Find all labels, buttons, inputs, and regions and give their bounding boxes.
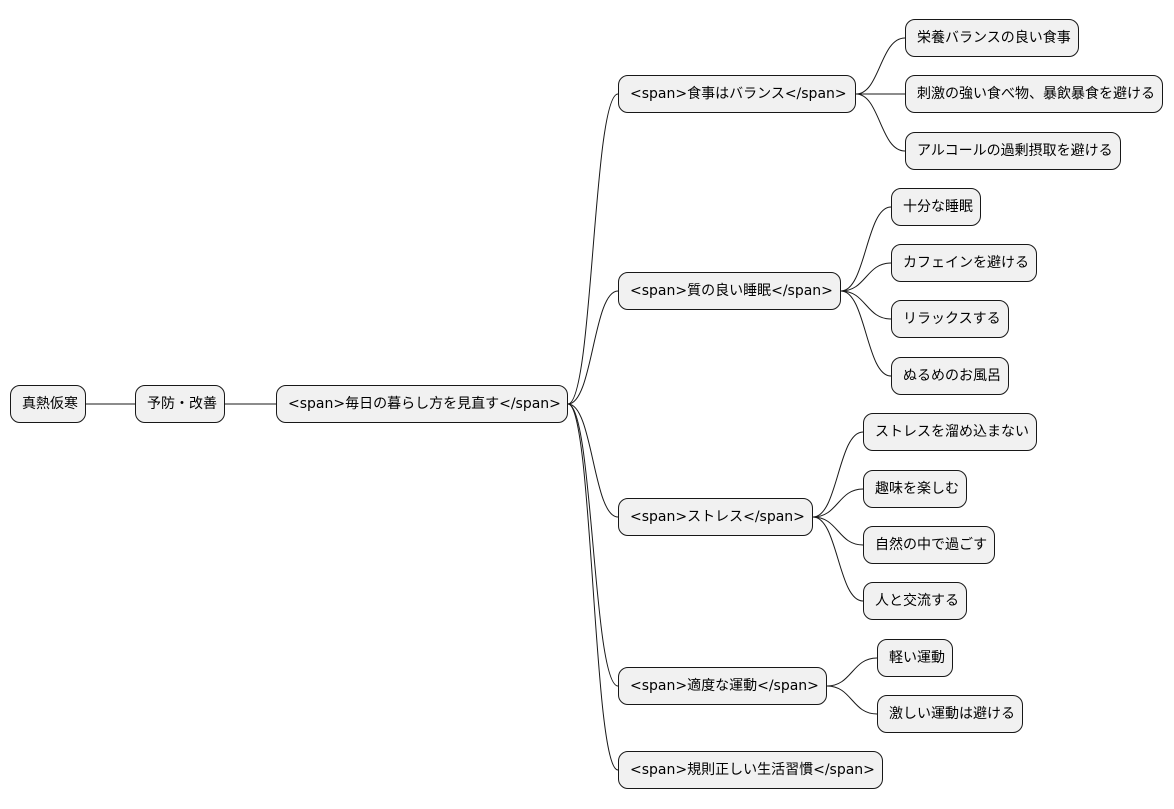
branch-node-diet[interactable]: <span>食事はバランス</span> [618,75,856,113]
leaf-node[interactable]: 激しい運動は避ける [877,695,1023,733]
connector-branch0-leaf2 [855,93,906,152]
connector-branch2-leaf3 [812,516,864,602]
leaf-node[interactable]: ぬるめのお風呂 [891,357,1009,395]
connector-level2-branch-2 [567,403,619,518]
branch-node-routine[interactable]: <span>規則正しい生活習慣</span> [618,751,883,789]
connector-branch1-leaf1 [840,262,892,292]
connector-level2-branch-0 [567,93,619,405]
connector-level2-branch-3 [567,403,619,687]
connector-branch0-leaf0 [855,37,906,95]
leaf-node[interactable]: 軽い運動 [877,639,953,677]
leaf-node[interactable]: 十分な睡眠 [891,188,981,226]
level2-node[interactable]: <span>毎日の暮らし方を見直す</span> [276,385,568,423]
branch-node-exercise[interactable]: <span>適度な運動</span> [618,667,827,705]
connector-branch2-leaf0 [812,431,864,518]
connector-branch3-leaf1 [826,685,878,715]
connector-branch1-leaf3 [840,290,892,377]
leaf-node[interactable]: 趣味を楽しむ [863,470,967,508]
leaf-node[interactable]: 栄養バランスの良い食事 [905,19,1079,57]
leaf-node[interactable]: カフェインを避ける [891,244,1037,282]
connector-branch2-leaf2 [812,516,864,546]
root-node[interactable]: 真熱仮寒 [10,385,86,423]
connector-branch1-leaf0 [840,206,892,292]
branch-node-stress[interactable]: <span>ストレス</span> [618,498,813,536]
leaf-node[interactable]: 刺激の強い食べ物、暴飲暴食を避ける [905,75,1163,113]
connector-level2-branch-1 [567,290,619,405]
leaf-node[interactable]: ストレスを溜め込まない [863,413,1037,451]
connector-level2-branch-4 [567,403,619,771]
level1-node[interactable]: 予防・改善 [135,385,225,423]
leaf-node[interactable]: 人と交流する [863,582,967,620]
leaf-node[interactable]: アルコールの過剰摂取を避ける [905,132,1121,170]
connector-branch2-leaf1 [812,488,864,518]
leaf-node[interactable]: リラックスする [891,300,1009,338]
connector-branch1-leaf2 [840,290,892,320]
connector-branch3-leaf0 [826,657,878,687]
leaf-node[interactable]: 自然の中で過ごす [863,526,995,564]
branch-node-sleep[interactable]: <span>質の良い睡眠</span> [618,272,841,310]
